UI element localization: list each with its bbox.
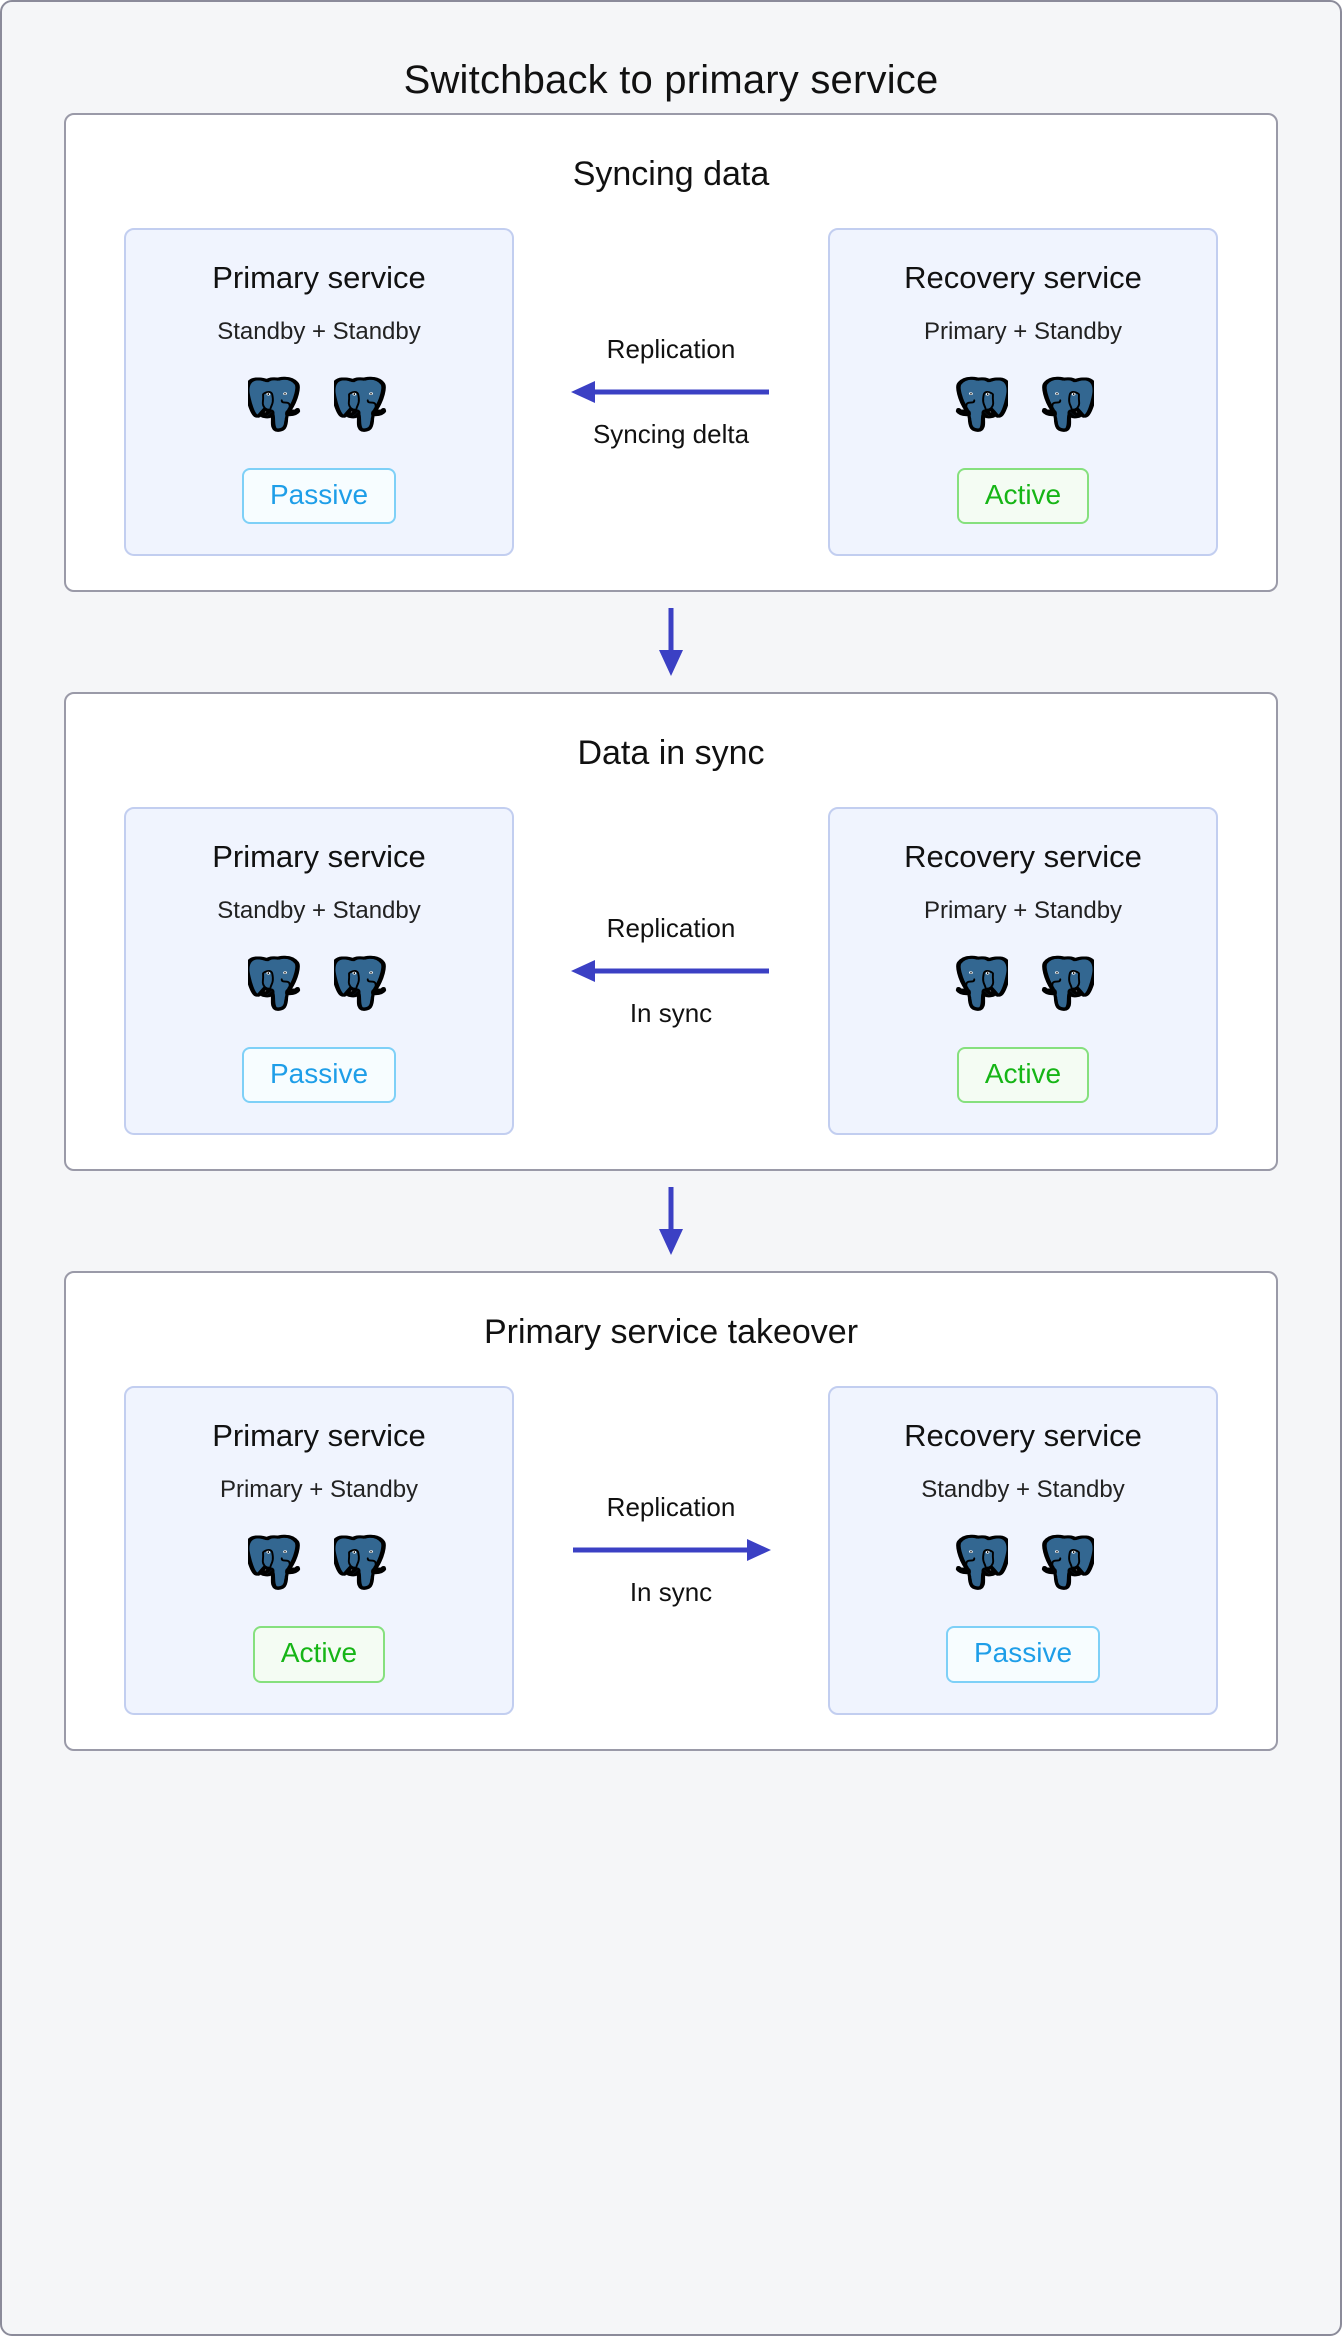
- replication-arrow-slot: [571, 956, 771, 986]
- status-badge: Active: [956, 468, 1090, 525]
- service-roles: Primary + Standby: [923, 318, 1123, 345]
- postgresql-elephant-icon: [330, 955, 390, 1013]
- stage-panel-1: Syncing data Primary service Standby + S…: [64, 113, 1278, 593]
- service-roles: Standby + Standby: [217, 897, 421, 925]
- node-row: [244, 955, 390, 1013]
- node-row: [952, 376, 1098, 434]
- replication-link: Replication In sync: [514, 807, 828, 1135]
- arrow-left-icon: [571, 381, 771, 404]
- service-name: Primary service: [212, 260, 426, 295]
- service-roles: Primary + Standby: [219, 1476, 419, 1504]
- stage-connector: [64, 592, 1278, 692]
- postgresql-elephant-icon: [1038, 1534, 1098, 1592]
- status-badge: Active: [956, 1047, 1090, 1104]
- arrow-right-icon: [571, 1539, 771, 1562]
- stage-body: Primary service Standby + Standby Passiv…: [66, 807, 1276, 1136]
- replication-top-label: Replication: [606, 913, 736, 944]
- replication-bottom-label: In sync: [629, 1577, 713, 1608]
- replication-top-label: Replication: [606, 334, 736, 365]
- stage-panel-2: Data in sync Primary service Standby + S…: [64, 692, 1278, 1172]
- stage-connector: [64, 1171, 1278, 1271]
- page-title: Switchback to primary service: [403, 58, 939, 102]
- node-row: [952, 955, 1098, 1013]
- stage-body: Primary service Primary + Standby Active…: [66, 1386, 1276, 1715]
- postgresql-elephant-icon: [952, 376, 1012, 434]
- node-row: [244, 376, 390, 434]
- arrow-left-icon: [571, 960, 771, 983]
- replication-link: Replication Syncing delta: [514, 228, 828, 556]
- status-badge: Active: [252, 1626, 386, 1683]
- postgresql-elephant-icon: [1038, 955, 1098, 1013]
- node-row: [952, 1534, 1098, 1592]
- replication-top-label: Replication: [606, 1492, 736, 1523]
- postgresql-elephant-icon: [330, 1534, 390, 1592]
- service-roles: Standby + Standby: [921, 1476, 1125, 1504]
- replication-arrow-slot: [571, 1535, 771, 1565]
- arrow-down-icon: [659, 608, 683, 677]
- stage-title: Syncing data: [572, 155, 770, 193]
- service-name: Primary service: [212, 1418, 426, 1454]
- service-card-left[interactable]: Primary service Standby + Standby Passiv…: [124, 807, 514, 1136]
- service-card-right[interactable]: Recovery service Primary + Standby Activ…: [828, 228, 1218, 557]
- service-card-left[interactable]: Primary service Standby + Standby Passiv…: [124, 228, 514, 557]
- postgresql-elephant-icon: [1038, 376, 1098, 434]
- service-name: Recovery service: [904, 839, 1142, 875]
- service-roles: Primary + Standby: [923, 897, 1123, 925]
- service-name: Primary service: [212, 839, 426, 875]
- service-name: Recovery service: [904, 1418, 1142, 1454]
- service-card-right[interactable]: Recovery service Standby + Standby Passi…: [828, 1386, 1218, 1715]
- stage-list: Syncing data Primary service Standby + S…: [2, 113, 1340, 1751]
- arrow-down-icon: [659, 1187, 683, 1256]
- postgresql-elephant-icon: [952, 1534, 1012, 1592]
- postgresql-elephant-icon: [244, 376, 304, 434]
- service-card-right[interactable]: Recovery service Primary + Standby Activ…: [828, 807, 1218, 1136]
- stage-title: Data in sync: [577, 734, 765, 773]
- replication-link: Replication In sync: [514, 1386, 828, 1714]
- service-roles: Standby + Standby: [217, 318, 421, 345]
- stage-body: Primary service Standby + Standby Passiv…: [66, 228, 1276, 557]
- stage-panel-3: Primary service takeover Primary service…: [64, 1271, 1278, 1751]
- service-card-left[interactable]: Primary service Primary + Standby Active: [124, 1386, 514, 1715]
- status-badge: Passive: [945, 1626, 1101, 1683]
- status-badge: Passive: [241, 468, 397, 525]
- replication-arrow-slot: [571, 377, 771, 407]
- replication-bottom-label: In sync: [629, 998, 713, 1029]
- postgresql-elephant-icon: [952, 955, 1012, 1013]
- postgresql-elephant-icon: [244, 955, 304, 1013]
- status-badge: Passive: [241, 1047, 397, 1104]
- postgresql-elephant-icon: [244, 1534, 304, 1592]
- service-name: Recovery service: [904, 260, 1142, 295]
- postgresql-elephant-icon: [330, 376, 390, 434]
- node-row: [244, 1534, 390, 1592]
- stage-title: Primary service takeover: [483, 1313, 859, 1352]
- replication-bottom-label: Syncing delta: [592, 419, 750, 450]
